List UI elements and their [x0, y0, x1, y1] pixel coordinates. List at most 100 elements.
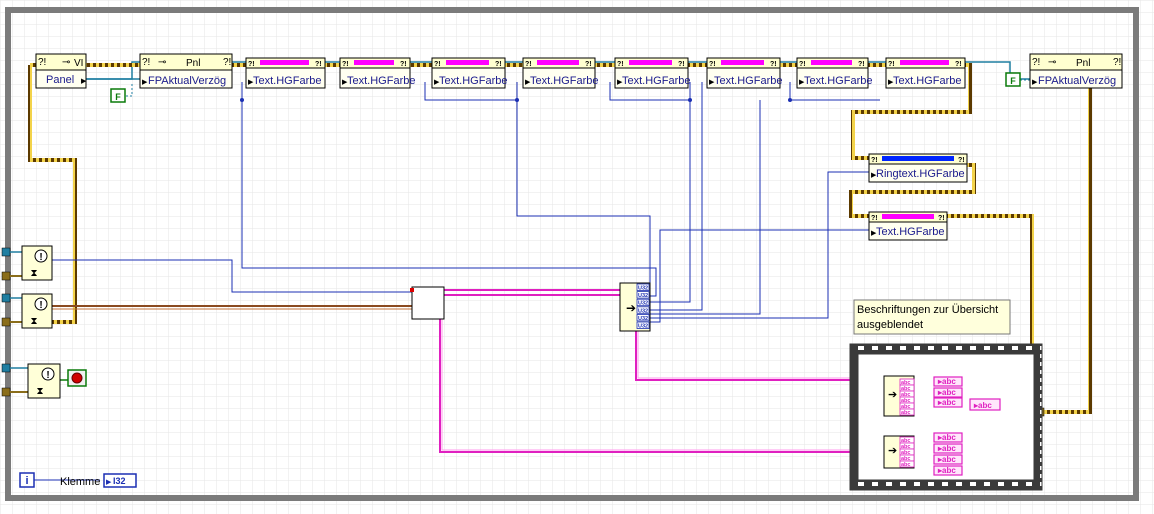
panel-property-node-right[interactable]: ?! ⊸ Pnl ?! ▶ FPAktualVerzög — [1029, 53, 1123, 89]
svg-text:▶: ▶ — [106, 479, 112, 486]
panel-node-header: Pnl — [1076, 58, 1090, 69]
text-hgfarbe-label: Text.HGFarbe — [439, 75, 507, 87]
error-icon: ! — [39, 252, 42, 263]
text-hgfarbe-node[interactable]: ?!?! ▶Text.HGFarbe — [431, 57, 507, 89]
text-hgfarbe-node[interactable]: ?!?!▶Text.HGFarbe — [796, 57, 872, 89]
u32-terminal[interactable] — [636, 313, 650, 322]
svg-text:?!: ?! — [495, 61, 502, 68]
svg-text:?!: ?! — [955, 61, 962, 68]
comment-line-1: Beschriftungen zur Übersicht — [857, 304, 998, 316]
wait-node[interactable]: ! ⧗ — [21, 245, 53, 281]
svg-text:?!: ?! — [871, 215, 878, 222]
svg-text:abc: abc — [901, 392, 910, 398]
lower-text-property-node[interactable]: ?! ?! ▶ Text.HGFarbe — [868, 211, 948, 241]
wait-node[interactable]: ! ⧗ — [27, 363, 61, 399]
svg-text:F: F — [115, 92, 121, 102]
svg-text:abc: abc — [901, 444, 910, 450]
iteration-terminal[interactable]: i — [19, 472, 35, 488]
numeric-indicator[interactable]: ▶ I32 — [103, 473, 137, 488]
svg-text:?!: ?! — [709, 61, 716, 68]
svg-text:?!: ?! — [678, 61, 685, 68]
svg-text:?!: ?! — [142, 57, 150, 68]
svg-text:abc: abc — [901, 380, 910, 386]
comment-box[interactable]: Beschriftungen zur Übersicht ausgeblende… — [853, 299, 1011, 335]
svg-text:?!: ?! — [617, 61, 624, 68]
hourglass-icon: ⧗ — [30, 268, 37, 279]
svg-text:▶: ▶ — [525, 79, 531, 86]
u32-terminal[interactable] — [636, 298, 650, 307]
string-indicator[interactable]: ▸abc — [933, 432, 963, 443]
svg-text:?!: ?! — [434, 61, 441, 68]
svg-text:?!: ?! — [223, 57, 231, 68]
svg-text:?!: ?! — [1113, 57, 1121, 68]
svg-text:abc: abc — [901, 462, 910, 468]
text-hgfarbe-node[interactable]: ?!?!▶Text.HGFarbe — [245, 57, 326, 89]
hourglass-icon: ⧗ — [36, 386, 43, 397]
text-hgfarbe-label: Text.HGFarbe — [347, 75, 415, 87]
string-indicator[interactable]: ▸abc — [933, 465, 963, 476]
text-hgfarbe-node[interactable]: ?!?!▶Text.HGFarbe — [339, 57, 415, 89]
bundle-node[interactable] — [411, 286, 445, 320]
u32-terminal[interactable] — [636, 291, 650, 299]
svg-text:abc: abc — [901, 456, 910, 462]
false-constant[interactable]: F — [1005, 72, 1021, 87]
string-indicator[interactable]: ▸abc — [933, 443, 963, 454]
svg-text:abc: abc — [901, 438, 910, 444]
svg-text:?!: ?! — [858, 61, 865, 68]
svg-text:?!: ?! — [315, 61, 322, 68]
text-hgfarbe-label: Text.HGFarbe — [530, 75, 598, 87]
terminal-label: Klemme — [60, 476, 100, 488]
bool-wire[interactable] — [126, 84, 133, 97]
svg-text:abc: abc — [901, 404, 910, 410]
text-hgfarbe-node[interactable]: ?!?!▶Text.HGFarbe — [522, 57, 598, 89]
svg-text:i: i — [25, 475, 28, 487]
svg-text:U32: U32 — [638, 286, 648, 292]
panel-node-header: Pnl — [186, 58, 200, 69]
svg-text:▸abc: ▸abc — [937, 388, 956, 397]
svg-text:?!: ?! — [342, 61, 349, 68]
svg-text:▶: ▶ — [888, 79, 894, 86]
text-hgfarbe-node[interactable]: ?!?!▶Text.HGFarbe — [614, 57, 690, 89]
string-indicator[interactable]: ▸abc — [933, 454, 963, 465]
svg-text:?!: ?! — [525, 61, 532, 68]
vi-property-node[interactable]: ?! ⊸ VI Panel ▶ — [35, 53, 87, 89]
wait-node[interactable]: ! ⧗ — [21, 293, 53, 329]
stop-terminal[interactable] — [67, 369, 87, 387]
string-indicator[interactable]: ▸abc — [969, 398, 1001, 411]
arrow-icon: ➔ — [888, 389, 897, 401]
svg-text:▸abc: ▸abc — [937, 455, 956, 464]
u32-terminal[interactable] — [636, 283, 650, 291]
panel-property-node-left[interactable]: ?! ⊸ Pnl ?! ▶ FPAktualVerzög — [139, 53, 233, 89]
ringtext-property-node[interactable]: ?! ?! ▶ Ringtext.HGFarbe — [868, 153, 968, 183]
svg-text:▶: ▶ — [709, 79, 715, 86]
stop-icon — [71, 372, 83, 384]
svg-text:abc: abc — [901, 450, 910, 456]
ringtext-label: Ringtext.HGFarbe — [876, 168, 965, 180]
string-indicator[interactable]: ▸abc — [933, 397, 963, 408]
svg-text:U32: U32 — [638, 293, 648, 299]
svg-text:U32: U32 — [638, 324, 648, 330]
text-hgfarbe-node[interactable]: ?!?!▶Text.HGFarbe — [706, 57, 782, 89]
false-constant[interactable]: F — [110, 88, 126, 103]
svg-text:▶: ▶ — [434, 79, 440, 86]
error-icon: ! — [39, 300, 42, 311]
string-indicator[interactable]: ▸abc — [933, 376, 963, 387]
cluster-wire[interactable] — [439, 289, 884, 453]
panel-node-property: FPAktualVerzög — [148, 75, 226, 87]
comment-line-2: ausgeblendet — [857, 319, 923, 331]
svg-text:▶: ▶ — [871, 172, 877, 179]
svg-text:▸abc: ▸abc — [937, 466, 956, 475]
hourglass-icon: ⧗ — [30, 316, 37, 327]
lower-text-label: Text.HGFarbe — [876, 226, 944, 238]
svg-text:?!: ?! — [770, 61, 777, 68]
u32-terminal[interactable] — [636, 306, 650, 314]
svg-text:▶: ▶ — [81, 78, 87, 85]
text-hgfarbe-node[interactable]: ?!?!▶Text.HGFarbe — [885, 57, 966, 89]
svg-text:▸abc: ▸abc — [937, 398, 956, 407]
integer-wire[interactable] — [20, 82, 880, 481]
panel-node-property: FPAktualVerzög — [1038, 75, 1116, 87]
string-indicator[interactable]: ▸abc — [933, 387, 963, 398]
u32-terminal[interactable] — [636, 321, 650, 329]
svg-text:?!: ?! — [400, 61, 407, 68]
